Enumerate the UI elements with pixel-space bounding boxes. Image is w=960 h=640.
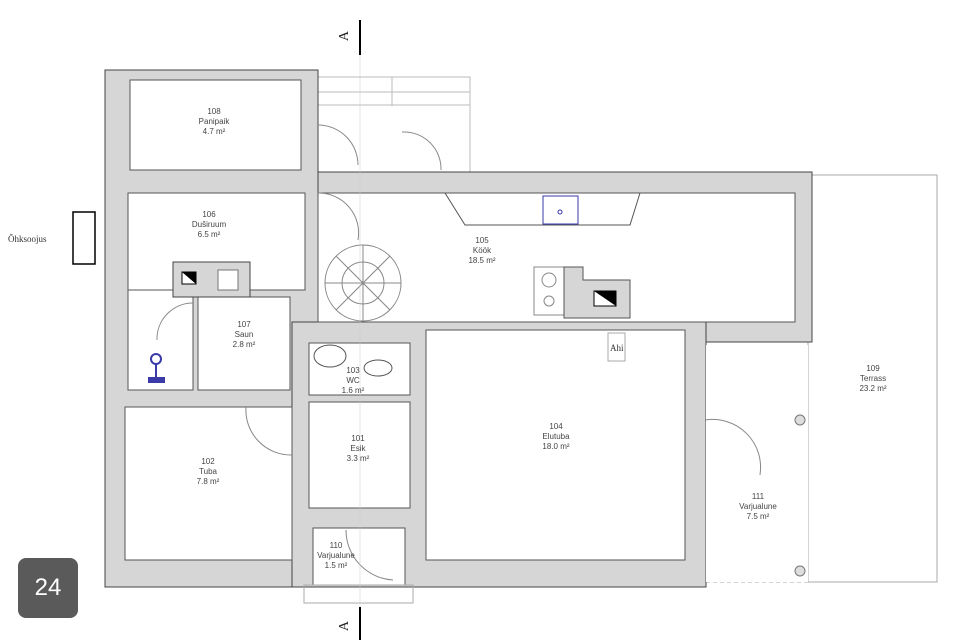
toilet-icon bbox=[363, 359, 393, 377]
rooms bbox=[124, 79, 808, 586]
cooktop bbox=[533, 266, 565, 316]
air-heater-icon bbox=[72, 211, 96, 265]
post-icon bbox=[794, 565, 806, 577]
door-swings bbox=[156, 124, 762, 581]
air-heater-label: Õhksoojus bbox=[8, 234, 47, 244]
spiral-stair bbox=[324, 244, 402, 322]
section-marker-bottom: A bbox=[337, 620, 353, 632]
washbasin-icon bbox=[313, 344, 347, 368]
entry-porch-lines bbox=[317, 76, 471, 173]
section-marker-top: A bbox=[337, 30, 353, 42]
post-icon bbox=[794, 414, 806, 426]
kitchen-counter bbox=[444, 192, 641, 226]
page-number-badge: 24 bbox=[18, 558, 78, 618]
oven-label: Ahi bbox=[610, 343, 624, 353]
